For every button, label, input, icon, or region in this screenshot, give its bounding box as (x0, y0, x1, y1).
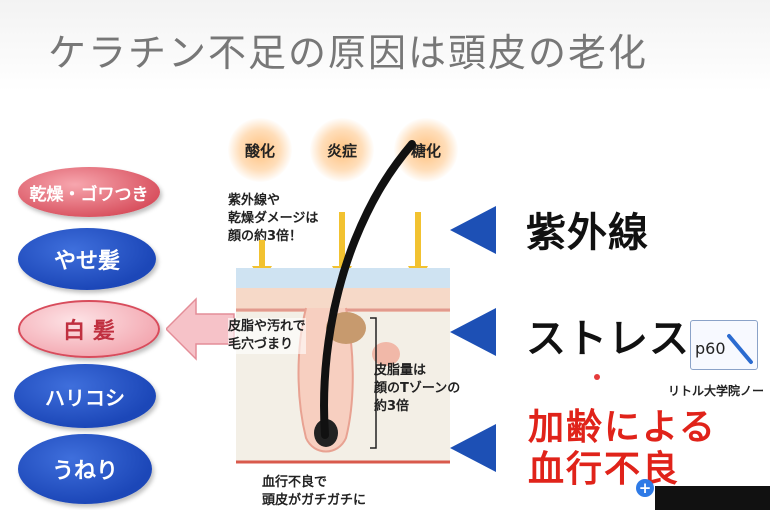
laser-pointer-dot (594, 374, 600, 380)
pill-label: ハリコシ (45, 385, 125, 410)
book-icon: p60 (690, 320, 758, 370)
label-oxidation: 酸化 (228, 118, 292, 182)
left-arrow-icon (166, 297, 235, 361)
label-inflammation-text: 炎症 (326, 141, 357, 160)
pill-label: 乾燥・ゴワつき (29, 184, 149, 205)
pill-label: うねり (51, 459, 118, 484)
text-stress: ストレス (526, 316, 690, 362)
note-pores: 皮脂や汚れで 毛穴づまり (228, 318, 306, 354)
triangle-pointer-icon (450, 424, 496, 472)
pill-thin-hair: やせ髪 (18, 228, 156, 290)
slide-title: ケラチン不足の原因は頭皮の老化 (48, 31, 649, 75)
pill-wavy-hair: うねり (18, 434, 152, 504)
label-glycation-text: 糖化 (410, 141, 441, 160)
label-inflammation: 炎症 (310, 118, 374, 182)
hair-strand (320, 140, 416, 439)
note-uv-damage: 紫外線や 乾燥ダメージは 顔の約3倍！ (228, 193, 319, 244)
pill-body-firmness: ハリコシ (14, 364, 156, 428)
note-sebum: 皮脂量は 顔のTゾーンの 約3倍 (374, 363, 461, 414)
pill-white-hair: 白 髪 (18, 300, 160, 358)
pill-label: やせ髪 (53, 249, 120, 274)
pill-dry-stiff: 乾燥・ゴワつき (18, 167, 160, 217)
book-page-label: p60 (695, 339, 726, 358)
pill-label: 白 髪 (63, 319, 115, 344)
text-uv: 紫外線 (526, 210, 649, 256)
triangle-pointer-icon (450, 308, 496, 356)
overlay-bar (655, 486, 770, 510)
text-aging-line1: 加齢による (528, 407, 717, 448)
credit-text: リトル大学院ノー (668, 384, 765, 398)
triangle-pointer-icon (450, 206, 496, 254)
add-button[interactable]: + (636, 479, 654, 497)
label-oxidation-text: 酸化 (244, 141, 275, 160)
note-blood: 血行不良で 頭皮がガチガチに (262, 475, 367, 508)
